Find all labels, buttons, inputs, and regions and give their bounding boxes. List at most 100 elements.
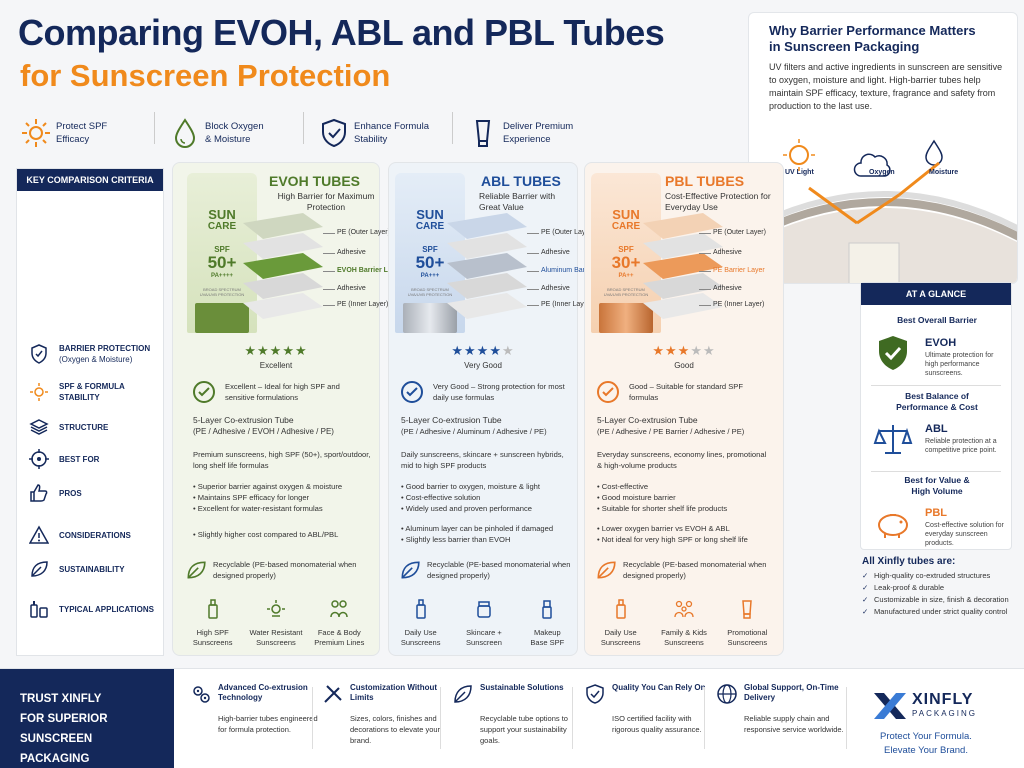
tube-brand: CARE bbox=[611, 221, 641, 232]
feature-item: Customizable in size, finish & decoratio… bbox=[862, 595, 1014, 605]
footer-item-desc: High-barrier tubes engineered for formul… bbox=[218, 714, 318, 734]
evoh-column: SUN CARE SPF 50+ PA++++ BROAD SPECTRUM U… bbox=[172, 162, 402, 656]
app-label: Sunscreens bbox=[400, 638, 441, 647]
con-item: Aluminum layer can be pinholed if damage… bbox=[401, 523, 577, 534]
criteria-column: KEY COMPARISON CRITERIA BARRIER PROTECTI… bbox=[16, 168, 164, 656]
benefit-label: Experience bbox=[503, 134, 551, 145]
glance-desc: Cost-effective solution for everyday sun… bbox=[925, 522, 1004, 547]
abl-rating: ★★★★★ Very Good bbox=[389, 343, 577, 370]
pro-item: Excellent for water-resistant formulas bbox=[193, 503, 379, 514]
glance-header: AT A GLANCE bbox=[861, 283, 1011, 305]
sun-drop-icon bbox=[266, 600, 285, 617]
leaf-icon bbox=[597, 561, 616, 579]
benefit-label: Block Oxygen bbox=[205, 121, 264, 132]
con-item: Lower oxygen barrier vs EVOH & ABL bbox=[597, 523, 783, 534]
tube-brand: CARE bbox=[415, 221, 445, 232]
tube-spf: SPF bbox=[214, 245, 230, 254]
tube-brand: SUN bbox=[208, 207, 236, 222]
tube-small-text: BROAD SPECTRUM UVA/UVB PROTECTION bbox=[199, 287, 245, 297]
thumbs-up-icon bbox=[30, 484, 48, 502]
benefit-oxygen: Block Oxygen& Moisture bbox=[169, 112, 289, 154]
layer-label: PE (Outer Layer) bbox=[699, 229, 766, 236]
criteria-label: SPF & FORMULA bbox=[59, 382, 125, 391]
abl-structure: 5-Layer Co-extrusion Tube bbox=[401, 415, 502, 425]
threat-moisture: Moisture bbox=[929, 169, 959, 176]
globe-icon bbox=[717, 684, 737, 704]
app-label: Makeup bbox=[533, 628, 561, 637]
sun-icon bbox=[22, 119, 50, 147]
abl-title: ABL TUBES bbox=[481, 173, 561, 189]
pbl-sustain: Recyclable (PE-based monomaterial when d… bbox=[623, 560, 767, 580]
divider bbox=[303, 112, 304, 144]
layer-label: EVOH Barrier Layer bbox=[322, 267, 403, 274]
evoh-pros: Superior barrier against oxygen & moistu… bbox=[193, 481, 379, 514]
tube-pa: PA+++ bbox=[420, 273, 440, 279]
glance-evoh: Best Overall Barrier EVOH Ultimate prote… bbox=[867, 315, 1007, 385]
glance-heading: Best Overall Barrier bbox=[897, 315, 977, 325]
bottle-icon bbox=[615, 599, 626, 619]
app-label: Water Resistant bbox=[249, 628, 303, 637]
footer-item-desc: Recyclable tube options to support your … bbox=[480, 714, 568, 745]
bottle-icon bbox=[415, 599, 426, 619]
leaf-icon bbox=[401, 561, 420, 579]
leaf-icon bbox=[187, 561, 206, 579]
pbl-layer-diagram bbox=[643, 213, 723, 319]
pbl-pros: Cost-effectiveGood moisture barrierSuita… bbox=[597, 481, 783, 514]
layers-icon bbox=[29, 419, 49, 435]
criteria-pros: PROS bbox=[29, 483, 82, 503]
evoh-tube-image: SUN CARE SPF 50+ PA++++ BROAD SPECTRUM U… bbox=[187, 173, 257, 333]
abl-column: SUN CARE SPF 50+ PA+++ BROAD SPECTRUM UV… bbox=[388, 162, 615, 656]
sun-icon bbox=[30, 383, 48, 401]
criteria-sustainability: SUSTAINABILITY bbox=[29, 559, 125, 579]
footer-item-title: Global Support, On-Time Delivery bbox=[744, 683, 839, 702]
xinfly-logo: XINFLY PACKAGING Protect Your Formula. E… bbox=[868, 689, 1018, 759]
evoh-sustain: Recyclable (PE-based monomaterial when d… bbox=[213, 560, 357, 580]
xinfly-x-logo-icon bbox=[874, 693, 906, 719]
criteria-label: PROS bbox=[59, 488, 82, 498]
abl-pros: Good barrier to oxygen, moisture & light… bbox=[401, 481, 577, 514]
tube-spf: SPF bbox=[422, 245, 438, 254]
con-item: Slightly less barrier than EVOH bbox=[401, 534, 577, 545]
benefit-label: Efficacy bbox=[56, 134, 90, 145]
tagline: Elevate Your Brand. bbox=[884, 745, 968, 756]
cloud-icon bbox=[853, 153, 891, 177]
con-item: Slightly higher cost compared to ABL/PBL bbox=[193, 529, 379, 540]
threat-oxygen: Oxygen bbox=[869, 169, 895, 176]
pro-item: Cost-effective bbox=[597, 481, 783, 492]
app-label: Daily Use bbox=[404, 628, 437, 637]
app-label: Sunscreens bbox=[256, 638, 296, 647]
evoh-layer-diagram bbox=[243, 213, 323, 319]
pbl-column: SUN CARE SPF 30+ PA++ BROAD SPECTRUM UVA… bbox=[584, 162, 784, 656]
tube-brand: CARE bbox=[207, 221, 237, 232]
app-label: Sunscreens bbox=[664, 638, 704, 647]
why-title-1: Why Barrier Performance Matters bbox=[769, 23, 976, 38]
criteria-label: BEST FOR bbox=[59, 454, 100, 464]
rating-label: Very Good bbox=[464, 361, 502, 370]
trust-line: TRUST XINFLY bbox=[20, 693, 102, 705]
criteria-label: TYPICAL APPLICATIONS bbox=[59, 604, 154, 614]
tube-brand: SUN bbox=[416, 207, 444, 222]
tube-icon bbox=[742, 600, 753, 619]
footer-item-title: Quality You Can Rely On bbox=[612, 683, 706, 692]
tube-small-text: BROAD SPECTRUM UVA/UVB PROTECTION bbox=[603, 287, 649, 297]
criteria-label: SUSTAINABILITY bbox=[59, 564, 125, 574]
benefit-label: Stability bbox=[354, 134, 388, 145]
tube-icon bbox=[475, 120, 491, 147]
threat-uv: UV Light bbox=[785, 169, 814, 176]
app-label: Sunscreens bbox=[727, 638, 768, 647]
trust-line: SUNSCREEN PACKAGING bbox=[20, 733, 93, 765]
footer-item-desc: ISO certified facility with rigorous qua… bbox=[612, 714, 702, 734]
footer-item-desc: Reliable supply chain and responsive ser… bbox=[744, 714, 844, 734]
bottle-icon bbox=[207, 599, 218, 619]
at-a-glance-panel: AT A GLANCE Best Overall Barrier EVOH Ul… bbox=[860, 282, 1012, 550]
app-label: Sunscreens bbox=[192, 638, 233, 647]
criteria-label: CONSIDERATIONS bbox=[59, 530, 131, 540]
footer-item-title: Customization Without Limits bbox=[350, 683, 438, 702]
evoh-title: EVOH TUBES bbox=[269, 173, 361, 189]
